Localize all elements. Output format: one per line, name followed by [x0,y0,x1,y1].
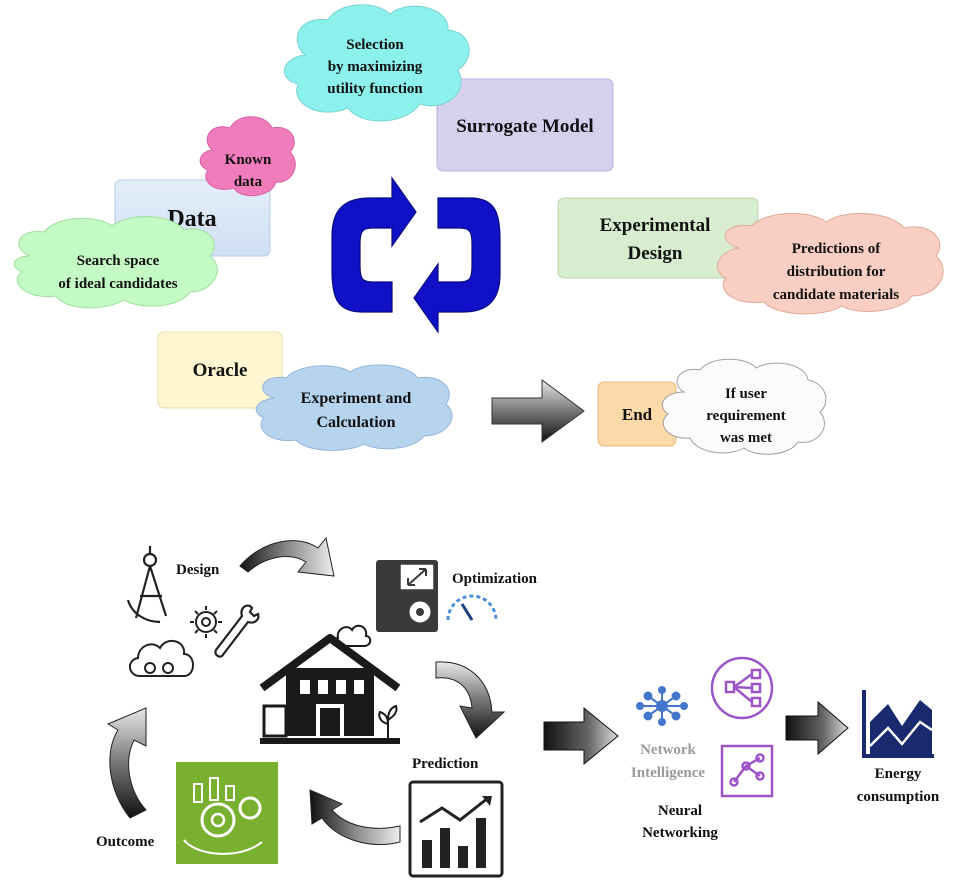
end-box: End [597,381,677,447]
optimization-icon [376,560,438,632]
prediction-label: Prediction [412,756,479,772]
curve-arrow-top-icon [239,536,335,577]
surrogate-model-box: Surrogate Model [436,78,614,172]
speed-gauge-icon [446,594,498,621]
to-network-arrow-icon [543,706,619,766]
plant-icon [378,704,398,740]
known-data-line-1: Known [225,152,272,168]
cloud-gears-icon [129,639,194,677]
neural-line-1: Neural [658,803,702,819]
house-icon [259,624,401,744]
network-line-1: Network [640,742,696,758]
user-line-3: was met [720,430,772,446]
neural-line-2: Networking [642,825,718,841]
selection-line-2: by maximizing [328,59,423,75]
predictions-line-1: Predictions of [792,241,881,257]
oracle-box: Oracle [157,331,283,409]
curve-arrow-bottom-icon [309,789,401,845]
to-energy-arrow-icon [785,700,849,756]
network-line-2: Intelligence [631,765,705,781]
energy-line-2: consumption [857,789,940,805]
energy-chart-icon [862,690,934,758]
gear-icon [190,606,222,638]
optimization-label: Optimization [452,571,538,587]
experimental-line-1: Experimental [600,215,711,236]
compass-icon [126,546,168,624]
curve-arrow-left-icon [106,707,147,819]
predictions-line-3: candidate materials [773,287,899,303]
experiment-line-1: Experiment and [301,390,412,407]
predictions-line-2: distribution for [787,264,886,280]
user-line-2: requirement [706,408,785,424]
outcome-icon [176,762,278,864]
flow-diagram-icon [710,656,774,720]
curve-arrow-right-icon [435,661,506,739]
to-end-arrow-icon [491,379,585,443]
cycle-arrow-right-icon [413,197,501,334]
search-space-line-1: Search space [77,253,160,269]
experiment-line-2: Calculation [316,414,395,431]
energy-line-1: Energy [875,766,922,782]
search-space-cloud: Search space of ideal candidates [13,216,218,309]
wrench-icon [214,604,260,658]
selection-cloud: Selection by maximizing utility function [283,4,470,122]
experiment-cloud: Experiment and Calculation [255,364,453,451]
search-space-line-2: of ideal candidates [58,276,177,292]
oracle-label: Oracle [193,360,248,381]
predictions-cloud: Predictions of distribution for candidat… [717,212,944,315]
user-line-1: If user [725,386,767,402]
network-nodes-icon [636,686,688,726]
design-label: Design [176,562,220,578]
end-label: End [622,405,653,424]
cycle-arrow-left-icon [331,176,417,313]
known-data-cloud: Known data [199,116,296,197]
tree-diagram-icon [720,744,774,798]
prediction-chart-icon [408,780,504,878]
user-requirement-cloud: If user requirement was met [662,358,827,455]
experimental-line-2: Design [628,243,683,264]
selection-line-3: utility function [327,81,423,97]
known-data-line-2: data [234,174,263,190]
outcome-label: Outcome [96,834,155,850]
selection-line-1: Selection [346,37,404,53]
surrogate-model-label: Surrogate Model [456,116,593,137]
